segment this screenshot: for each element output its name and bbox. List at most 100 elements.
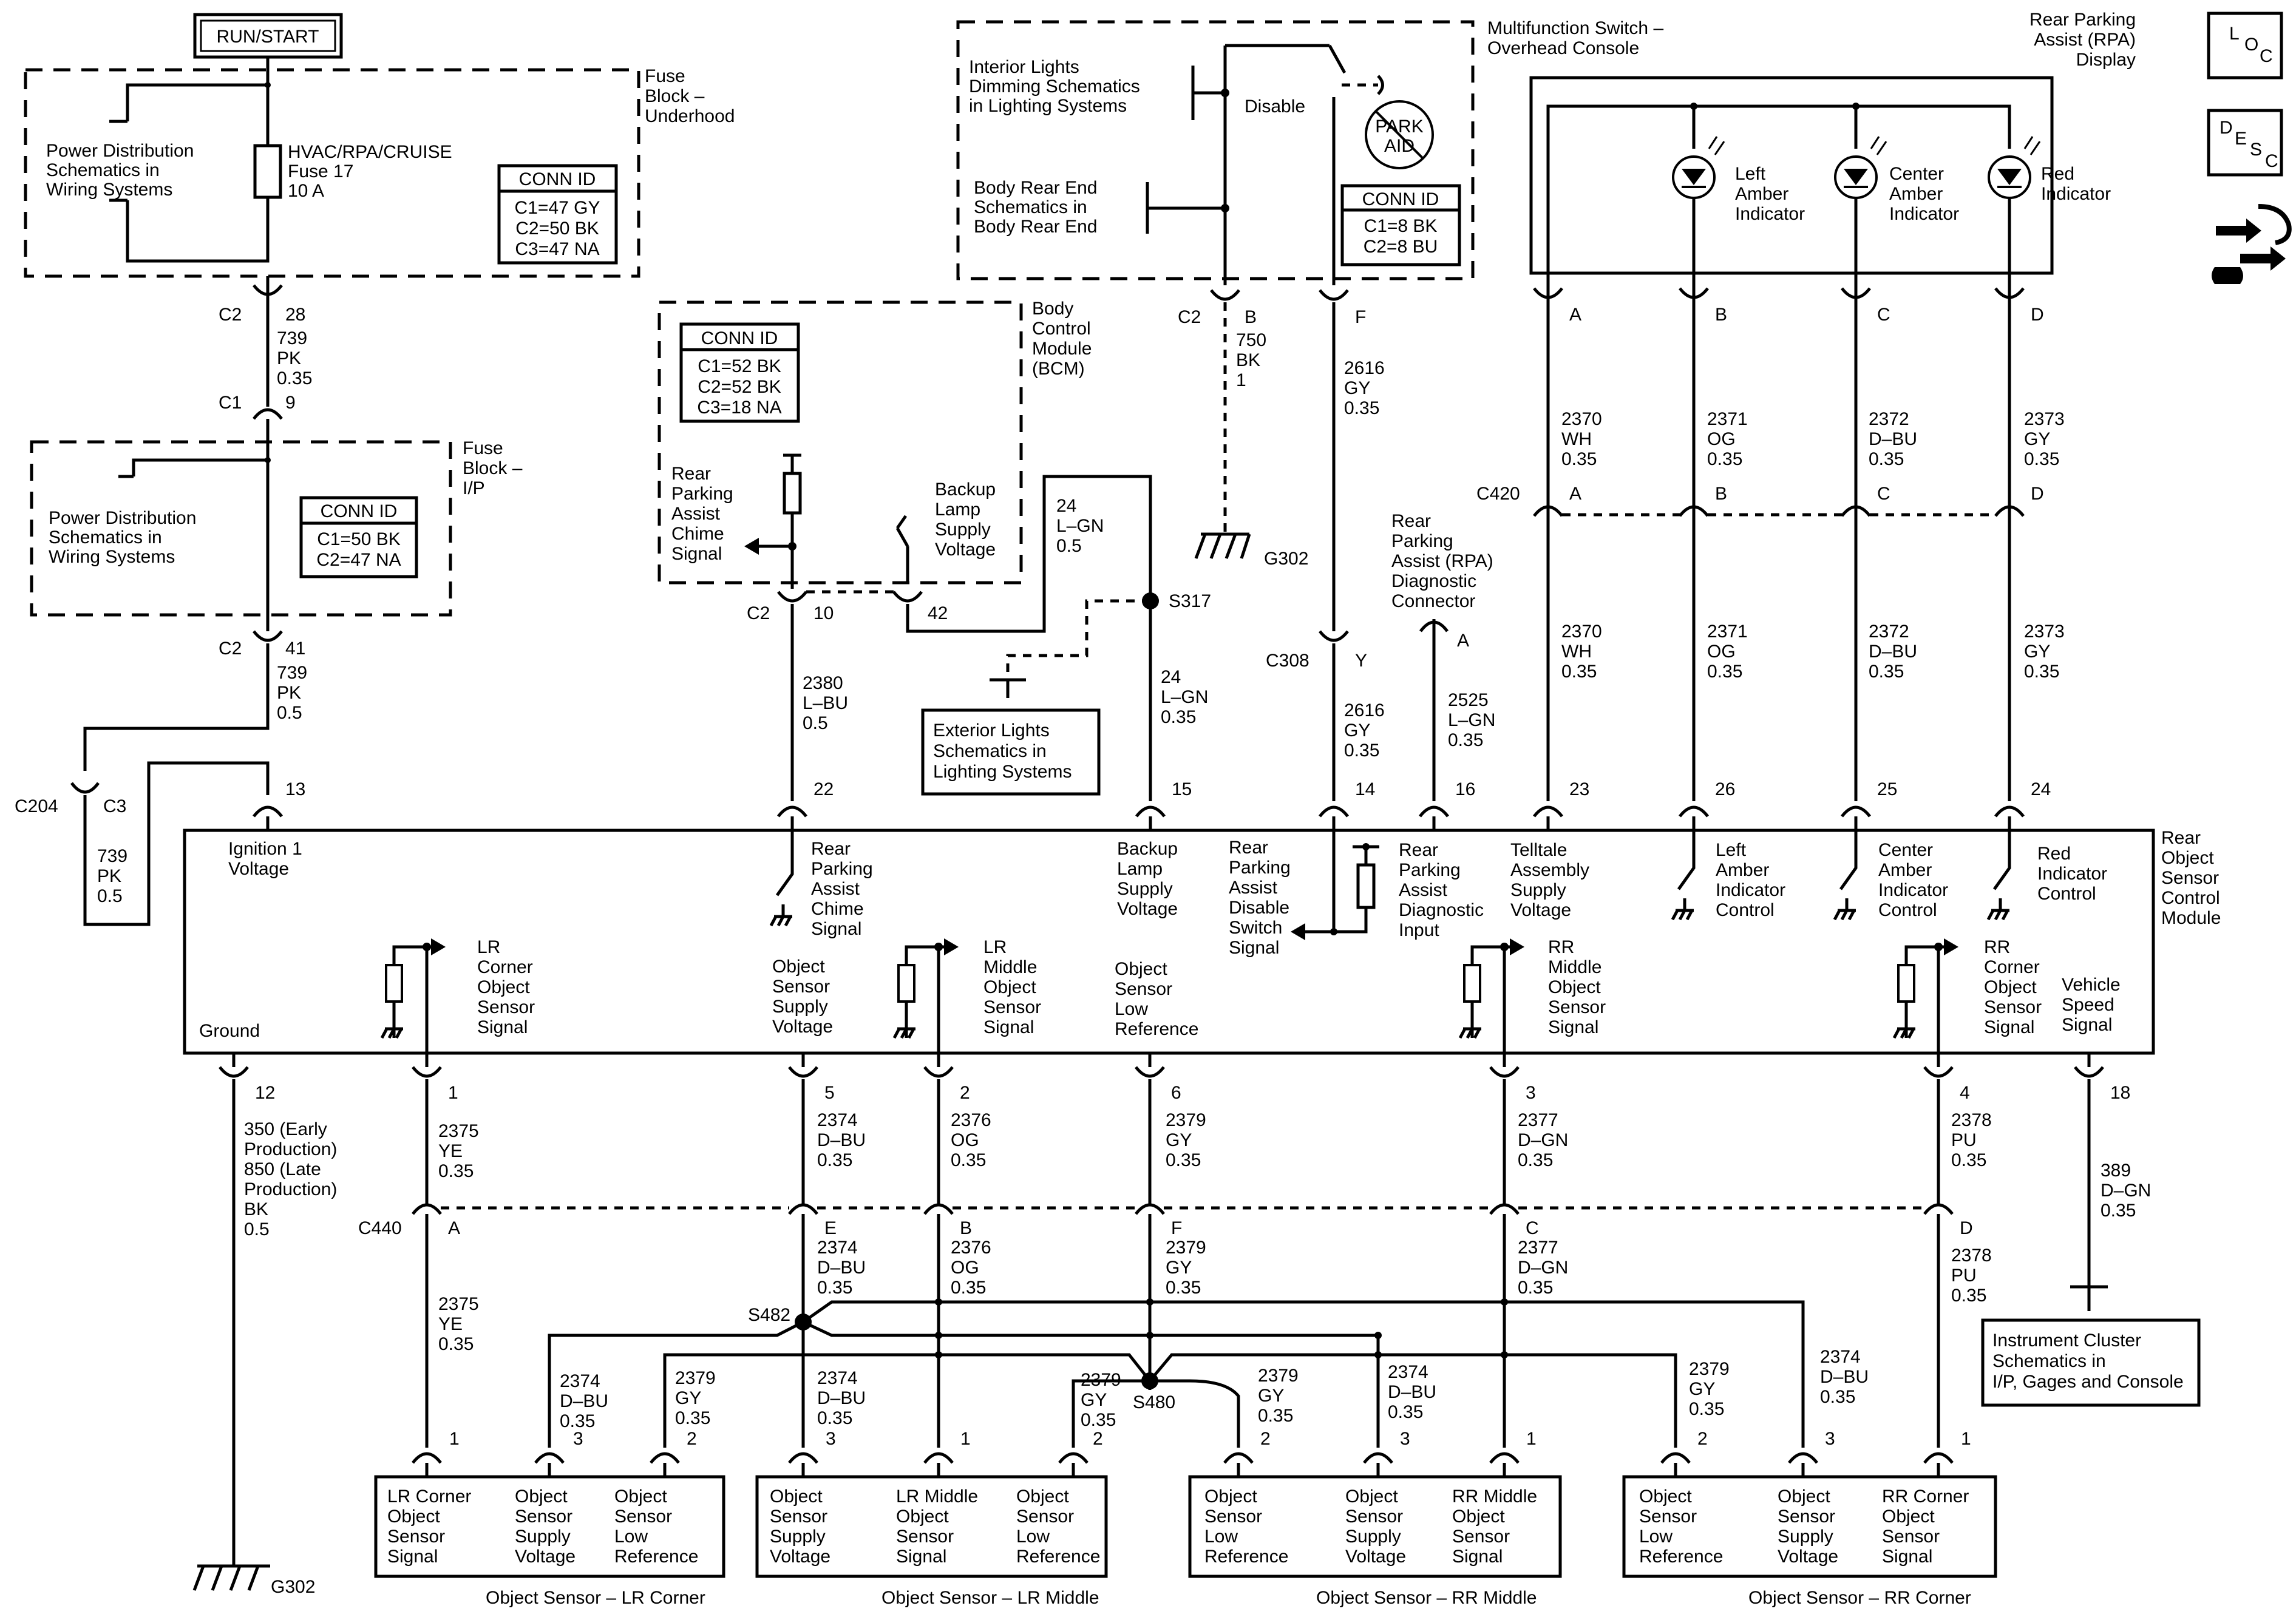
wire-2375-ye-lower: 2375 YE 0.35 — [438, 1294, 479, 1354]
svg-text:YE: YE — [438, 1314, 463, 1334]
svg-text:28: 28 — [285, 305, 305, 325]
svg-text:2378: 2378 — [1951, 1110, 1992, 1130]
svg-text:Object Sensor – RR Middle: Object Sensor – RR Middle — [1316, 1588, 1537, 1608]
svg-text:C: C — [1526, 1218, 1539, 1238]
svg-text:0.35: 0.35 — [1707, 449, 1742, 469]
svg-text:HVAC/RPA/CRUISE: HVAC/RPA/CRUISE — [288, 142, 452, 162]
svg-text:3: 3 — [826, 1429, 836, 1449]
connector-c2-28: C2 28 — [219, 284, 305, 325]
svg-text:4: 4 — [1960, 1083, 1970, 1103]
svg-text:Control: Control — [2161, 888, 2220, 908]
module-ground-label: Ground — [199, 1021, 260, 1041]
svg-text:Voltage: Voltage — [772, 1017, 833, 1037]
svg-text:0.35: 0.35 — [560, 1411, 595, 1431]
svg-text:Sensor: Sensor — [614, 1507, 672, 1527]
instrument-cluster-ref: Instrument Cluster Schematics in I/P, Ga… — [1981, 1318, 2201, 1407]
svg-text:Fuse 17: Fuse 17 — [288, 161, 353, 181]
svg-text:850 (Late: 850 (Late — [244, 1159, 321, 1179]
splice-s482-label: S482 — [748, 1305, 790, 1325]
svg-text:Wiring Systems: Wiring Systems — [46, 180, 172, 200]
module-chime-label: Rear Parking Assist Chime Signal — [811, 839, 873, 939]
svg-text:Multifunction Switch –: Multifunction Switch – — [1487, 18, 1663, 38]
svg-text:12: 12 — [255, 1083, 275, 1103]
svg-text:A: A — [448, 1218, 460, 1238]
svg-text:Diagnostic: Diagnostic — [1391, 571, 1476, 591]
svg-text:Reference: Reference — [1639, 1547, 1723, 1567]
svg-text:0.35: 0.35 — [1869, 449, 1904, 469]
branch-dbu-rr-corner: 2374 D–BU 0.35 — [1820, 1347, 1869, 1407]
desc-nav-button[interactable]: D E S C — [2207, 109, 2283, 177]
svg-text:RR: RR — [1548, 937, 1574, 957]
svg-text:PU: PU — [1951, 1266, 1977, 1286]
svg-text:Object: Object — [1778, 1486, 1830, 1507]
svg-text:Supply: Supply — [1345, 1527, 1401, 1547]
connector-mfs-c2-b: C2 B — [1178, 289, 1257, 327]
svg-text:1: 1 — [1236, 370, 1246, 390]
connector-tools-icon[interactable] — [2212, 204, 2292, 284]
svg-text:2374: 2374 — [560, 1371, 600, 1391]
svg-text:Chime: Chime — [811, 899, 864, 919]
bcm-title: Body Control Module (BCM) — [1032, 299, 1092, 379]
svg-text:Display: Display — [2076, 50, 2136, 70]
body-rear-end-ref: Body Rear End Schematics in Body Rear En… — [974, 178, 1097, 237]
module-bottom-connectors: 12 1 5 2 6 3 4 18 — [219, 1066, 2130, 1103]
svg-text:LR: LR — [477, 937, 500, 957]
svg-text:Object: Object — [2161, 848, 2214, 868]
svg-text:0.35: 0.35 — [1561, 449, 1597, 469]
object-sensor-lr-middle: 3 1 2 Object Sensor Supply Voltage LR Mi… — [755, 1429, 1108, 1608]
svg-text:C3=47 NA: C3=47 NA — [515, 239, 599, 259]
svg-text:G302: G302 — [1264, 549, 1308, 569]
svg-text:2375: 2375 — [438, 1121, 479, 1141]
svg-text:2616: 2616 — [1344, 358, 1385, 378]
svg-text:in Lighting Systems: in Lighting Systems — [969, 96, 1127, 116]
svg-text:D: D — [1960, 1218, 1973, 1238]
fuse-block-ip — [30, 440, 452, 617]
svg-text:14: 14 — [1355, 779, 1375, 799]
red-indicator-label: Red Indicator — [2041, 164, 2111, 204]
svg-text:1: 1 — [1961, 1429, 1971, 1449]
module-title: Rear Object Sensor Control Module — [2161, 828, 2221, 928]
splice-s480 — [1141, 1372, 1158, 1389]
run-start-label: RUN/START — [193, 13, 343, 59]
svg-text:Middle: Middle — [983, 957, 1037, 977]
svg-text:Signal: Signal — [983, 1017, 1034, 1037]
svg-text:Schematics in: Schematics in — [1992, 1351, 2106, 1371]
svg-text:Power Distribution: Power Distribution — [46, 141, 194, 161]
wire-2374-dbu-upper: 2374 D–BU 0.35 — [817, 1110, 866, 1170]
svg-text:Voltage: Voltage — [1345, 1547, 1406, 1567]
svg-text:Object: Object — [515, 1486, 568, 1507]
svg-text:GY: GY — [1166, 1130, 1192, 1150]
svg-text:24: 24 — [2031, 779, 2051, 799]
svg-text:2: 2 — [687, 1429, 697, 1449]
svg-text:Object Sensor – RR Corner: Object Sensor – RR Corner — [1748, 1588, 1971, 1608]
svg-text:0.35: 0.35 — [951, 1150, 986, 1170]
svg-text:D–BU: D–BU — [1388, 1382, 1436, 1402]
svg-text:E: E — [824, 1218, 837, 1238]
svg-text:C3: C3 — [103, 796, 126, 816]
svg-text:Amber: Amber — [1735, 184, 1788, 204]
wire-2377-dgn-upper: 2377 D–GN 0.35 — [1518, 1110, 1568, 1170]
svg-text:RR Corner: RR Corner — [1882, 1486, 1969, 1507]
svg-text:Voltage: Voltage — [1778, 1547, 1838, 1567]
svg-text:0.35: 0.35 — [817, 1150, 852, 1170]
svg-text:O: O — [2244, 35, 2258, 55]
svg-text:2373: 2373 — [2024, 622, 2065, 642]
loc-nav-button[interactable]: L O C — [2207, 12, 2283, 80]
rpa-diagnostic-connector-label: Rear Parking Assist (RPA) Diagnostic Con… — [1391, 511, 1493, 611]
svg-text:1: 1 — [1526, 1429, 1537, 1449]
diagnostic-connector-pin-a: A — [1419, 620, 1469, 651]
bcm-chime-arrow — [744, 538, 759, 555]
module-telltale-label: Telltale Assembly Supply Voltage — [1510, 840, 1589, 920]
svg-text:0.35: 0.35 — [1166, 1278, 1201, 1298]
splice-s317-label: S317 — [1169, 591, 1211, 611]
svg-text:Supply: Supply — [1778, 1527, 1833, 1547]
svg-text:2616: 2616 — [1344, 700, 1385, 720]
svg-text:Assist: Assist — [671, 504, 721, 524]
svg-text:Schematics in: Schematics in — [933, 741, 1047, 761]
svg-text:Indicator: Indicator — [1878, 880, 1948, 900]
ground-wire-label: 350 (Early Production) 850 (Late Product… — [244, 1119, 337, 1239]
disable-switch-label: Disable — [1245, 97, 1305, 117]
svg-text:F: F — [1171, 1218, 1182, 1238]
svg-text:2374: 2374 — [817, 1368, 858, 1388]
svg-text:2: 2 — [1093, 1429, 1103, 1449]
